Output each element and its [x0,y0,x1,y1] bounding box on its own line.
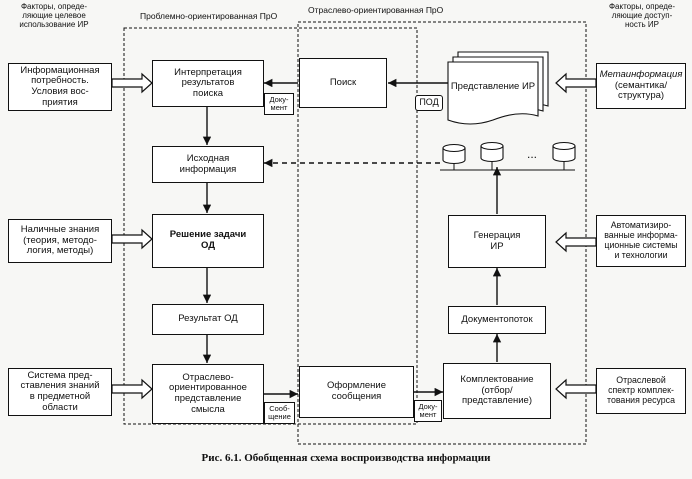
header-problem-domain: Проблемно-ориентированная ПрО [140,11,278,21]
complect-box: Комплектование (отбор/ представление) [443,363,551,419]
problem-domain-frame [123,27,418,425]
generation-box: Генерация ИР [448,215,546,268]
left-factor-arrows [111,72,153,400]
pod-tag: ПОД [415,95,443,111]
factor-automated-systems: Автоматизиро- ванные информа- ционные си… [596,215,686,267]
header-industry-domain: Отраслево-ориентированная ПрО [308,5,444,15]
message-format-box: Оформление сообщения [299,366,414,418]
factor-metainformation: Метаинформация (семантика/ структура) [596,63,686,109]
storage-cylinders [442,141,576,165]
storage-dots: ... [526,147,537,161]
header-left-factors: Факторы, опреде- ляющие целевое использо… [19,2,89,29]
figure-caption: Рис. 6.1. Обобщенная схема воспроизводст… [201,452,491,464]
task-solving-box: Решение задачи ОД [152,214,264,268]
source-info-box: Исходная информация [152,146,264,183]
factor-knowledge-representation: Система пред- ставления знаний в предмет… [8,368,112,416]
tag-message: Сооб- щение [264,402,295,424]
tag-document-1: Доку- мент [264,93,294,115]
docflow-box: Документопоток [448,306,546,334]
interpretation-box: Интерпретация результатов поиска [152,60,264,107]
tag-document-2: Доку- мент [414,400,442,422]
representation-box: Отраслево- ориентированное представление… [152,364,264,424]
factor-available-knowledge: Наличные знания (теория, методо- логия, … [8,219,112,263]
header-right-factors: Факторы, опреде- ляющие доступ- ность ИР [608,2,676,29]
document-stack [447,51,549,125]
repr-ir-label: Представление ИР [450,81,536,92]
factor-industry-spectrum: Отраслевой спектр комплек- тования ресур… [596,368,686,414]
result-box: Результат ОД [152,304,264,335]
search-box: Поиск [299,58,387,108]
right-factor-arrows [555,72,597,400]
factor-information-need: Информационная потребность. Условия вос-… [8,63,112,111]
